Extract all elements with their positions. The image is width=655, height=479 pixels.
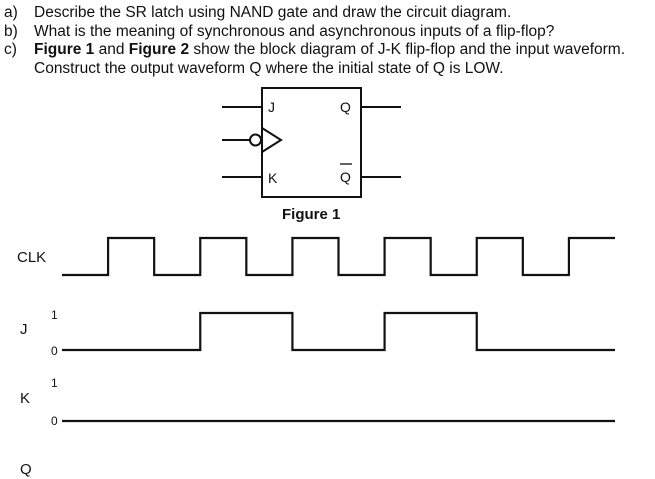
question-item: Construct the output waveform Q where th…: [4, 60, 625, 79]
question-text: Figure 1 and Figure 2 show the block dia…: [34, 41, 625, 60]
question-marker: b): [4, 22, 18, 40]
question-text-part: show the block diagram of J-K flip-flop …: [189, 41, 626, 58]
question-text-part: What is the meaning of synchronous and a…: [34, 22, 555, 40]
question-text: What is the meaning of synchronous and a…: [34, 23, 554, 42]
question-text-part: Construct the output waveform Q where th…: [34, 59, 504, 77]
pin-k-label: K: [268, 170, 278, 186]
pin-qbar-label: Q: [340, 169, 351, 185]
question-text-part: and: [94, 41, 129, 58]
signal-label-k: K: [20, 390, 30, 407]
question-item: b) What is the meaning of synchronous and…: [4, 23, 625, 42]
question-text: Describe the SR latch using NAND gate an…: [34, 4, 511, 23]
inversion-bubble-icon: [249, 133, 262, 147]
pin-q-label: Q: [340, 99, 351, 115]
j-level-low-label: 0: [51, 344, 58, 358]
j-level-high-label: 1: [51, 308, 58, 322]
question-list: a) Describe the SR latch using NAND gate …: [4, 4, 625, 78]
waveform-clk: [62, 236, 615, 277]
waveform-j: [62, 311, 615, 352]
flip-flop-body: [261, 87, 362, 198]
question-marker: a): [4, 4, 18, 21]
k-level-high-label: 1: [51, 376, 58, 390]
figure-reference: Figure 1: [34, 41, 95, 58]
figure1-caption: Figure 1: [282, 206, 340, 223]
clock-triangle-icon: [261, 127, 283, 153]
pin-j-label: J: [268, 99, 275, 115]
k-level-low-label: 0: [51, 414, 58, 428]
question-text-part: Describe the SR latch using NAND gate an…: [34, 4, 512, 21]
signal-label-clk: CLK: [17, 249, 46, 266]
signal-label-q: Q: [20, 461, 32, 478]
waveform-traces: [62, 236, 615, 423]
jk-flip-flop-block: [222, 87, 401, 198]
figure-reference: Figure 2: [128, 41, 190, 58]
question-item: a) Describe the SR latch using NAND gate …: [4, 4, 625, 23]
question-text: Construct the output waveform Q where th…: [34, 60, 504, 79]
question-item: c) Figure 1 and Figure 2 show the block d…: [4, 41, 625, 60]
signal-label-j: J: [20, 321, 28, 338]
question-marker: c): [4, 41, 17, 58]
